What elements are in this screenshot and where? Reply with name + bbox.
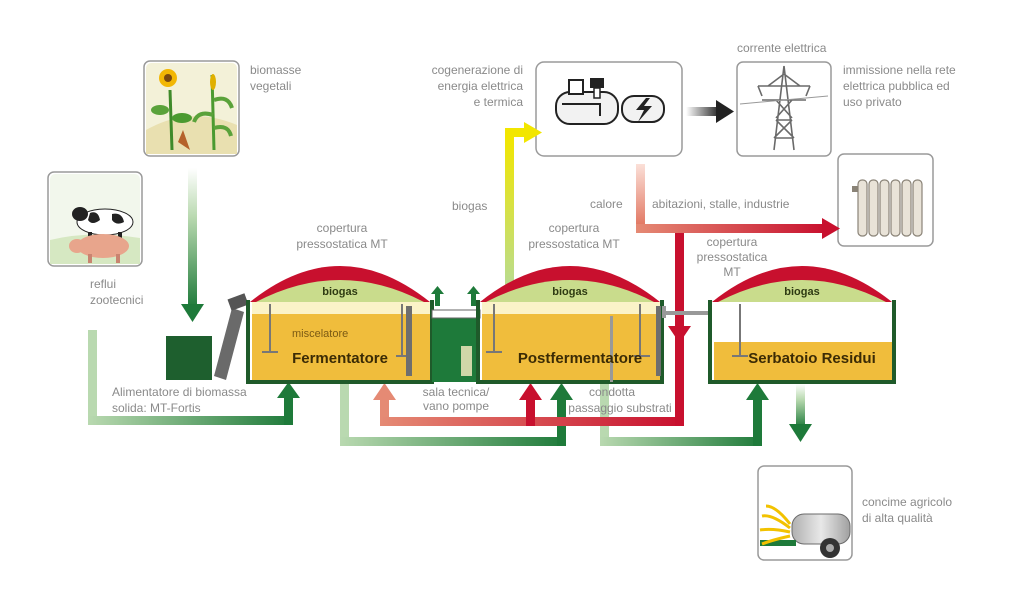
- solid-feeder: [166, 293, 249, 380]
- tank1-name: Fermentatore: [292, 350, 388, 367]
- tech-room-label-1: sala tecnica/: [423, 385, 490, 399]
- tank2-gas-label: biogas: [552, 286, 587, 298]
- feeder-label-2: solida: MT-Fortis: [112, 401, 201, 415]
- cover2-label-2: pressostatica MT: [528, 237, 620, 251]
- chp-engine-icon: [535, 61, 683, 157]
- manure-label-1: reflui: [90, 277, 116, 291]
- plants-icon: [143, 60, 240, 157]
- fermenter-tank: [246, 266, 434, 384]
- electricity-label: corrente elettrica: [737, 41, 827, 55]
- manure-arrow: [88, 330, 300, 425]
- residue-tank: [708, 266, 896, 384]
- annotation-labels: biomasse vegetali reflui zootecnici Alim…: [90, 41, 956, 525]
- heat-arrow: [636, 164, 840, 239]
- feeder-label-1: Alimentatore di biomassa: [112, 385, 247, 399]
- cogeneration-label-2: energia elettrica: [438, 79, 524, 93]
- manure-label-2: zootecnici: [90, 293, 143, 307]
- grid-label-1: immissione nella rete: [843, 63, 956, 77]
- cover1-label-2: pressostatica MT: [296, 237, 388, 251]
- cover2-label-1: copertura: [549, 221, 600, 235]
- tank3-gas-label: biogas: [784, 286, 819, 298]
- livestock-icon: [47, 171, 143, 267]
- mixer-label: miscelatore: [292, 328, 348, 340]
- heat-label: calore: [590, 197, 623, 211]
- tank2-name: Postfermentatore: [518, 350, 642, 367]
- tech-room-label-2: vano pompe: [423, 399, 489, 413]
- heat-users-label: abitazioni, stalle, industrie: [652, 197, 790, 211]
- pipe-label-1: condotta: [589, 385, 635, 399]
- tank-labels: biogas Fermentatore biogas Postfermentat…: [292, 286, 876, 367]
- grid-label-2: elettrica pubblica ed: [843, 79, 950, 93]
- cover1-label-1: copertura: [317, 221, 368, 235]
- gas-vents: [431, 286, 480, 306]
- postfermenter-tank: [476, 266, 664, 384]
- cogeneration-label-3: e termica: [474, 95, 524, 109]
- grid-label-3: uso privato: [843, 95, 902, 109]
- biogas-arrow: [505, 122, 542, 286]
- tank3-name: Serbatoio Residui: [748, 350, 876, 367]
- radiator-icon: [837, 153, 934, 247]
- biomass-label-1: biomasse: [250, 63, 302, 77]
- fertilizer-label-1: concime agricolo: [862, 495, 952, 509]
- cover3-label-3: MT: [723, 265, 741, 279]
- fertilizer-label-2: di alta qualità: [862, 511, 933, 525]
- heat-loop-arrow: [373, 230, 691, 426]
- cogeneration-label-1: cogenerazione di: [432, 63, 523, 77]
- cover3-label-2: pressostatica: [697, 250, 768, 264]
- power-pylon-icon: [736, 61, 832, 157]
- cover3-label-1: copertura: [707, 235, 758, 249]
- biomass-label-2: vegetali: [250, 79, 291, 93]
- biomass-arrow: [181, 168, 204, 322]
- substrate-arrow-2: [600, 380, 769, 446]
- biogas-flow-label: biogas: [452, 199, 487, 213]
- manure-spreader-icon: [757, 465, 853, 561]
- tech-room: [431, 309, 481, 382]
- electricity-arrow: [686, 100, 734, 123]
- tank1-gas-label: biogas: [322, 286, 357, 298]
- pipe-label-2: passaggio substrati: [568, 401, 671, 415]
- residue-out-arrow: [789, 384, 812, 442]
